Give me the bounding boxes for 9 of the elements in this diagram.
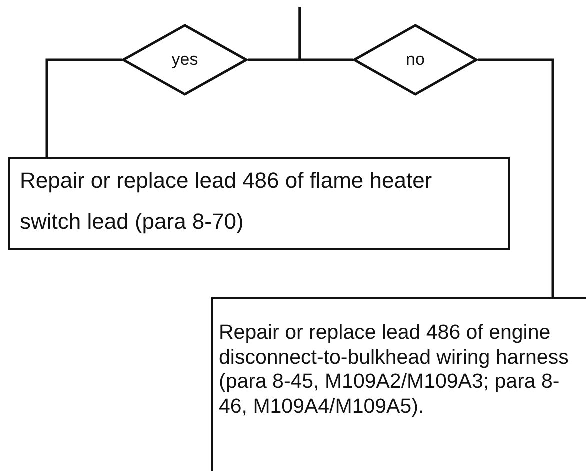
decision-diamond (122, 24, 248, 96)
process-box: Repair or replace lead 486 of engine disconnect-to-bulkhead wiring harness (para 8-45, M109A2/M109A3; para 8-46, M109A4/M109A5). (211, 297, 586, 471)
process-box: Repair or replace lead 486 of flame heater switch lead (para 8-70) (8, 157, 510, 250)
connector-line (478, 58, 554, 297)
decision-diamond (353, 24, 478, 96)
connector-line (46, 58, 122, 157)
decision-label: no (406, 50, 425, 70)
decision-label: yes (172, 50, 198, 70)
connector-line (298, 7, 353, 62)
